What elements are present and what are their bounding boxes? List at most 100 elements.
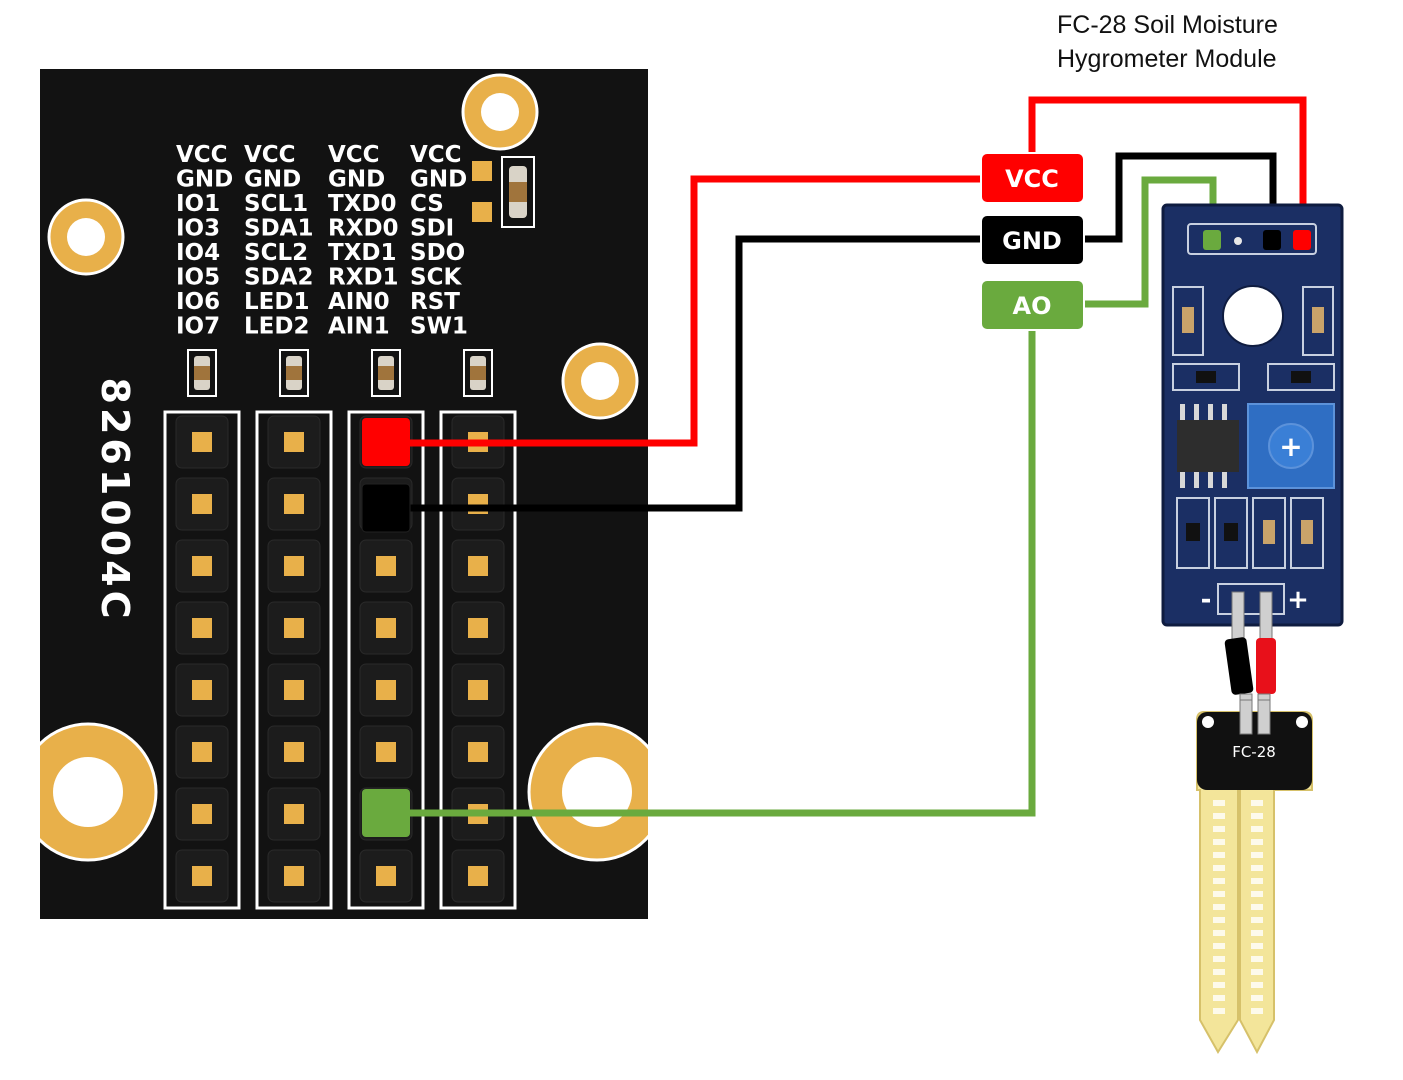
gnd-pin-marker [361,483,411,533]
wire-ao-module [1080,176,1217,308]
header-pad [192,804,212,824]
module-title: FC-28 Soil Moisture Hygrometer Module [1057,8,1278,76]
header-label: VCC [410,142,462,168]
probe-head [1197,712,1312,790]
label-vcc-text: VCC [1005,165,1059,193]
probe-trace [1213,917,1225,923]
header-label: SDI [410,216,454,242]
probe-trace [1251,969,1263,975]
probe-trace [1213,943,1225,949]
header-label: VCC [244,142,296,168]
header-label: GND [410,167,467,193]
header-label: GND [176,167,233,193]
header-pad [376,742,396,762]
module-smd-row [1176,497,1324,569]
header-column-frame [163,410,241,910]
probe-trace [1251,930,1263,936]
header-pad [468,680,488,700]
header-label: SCL1 [244,191,308,217]
board-part-number: 8261004C [93,378,137,623]
header-pad [376,556,396,576]
probe-trace [1251,826,1263,832]
header-pad [192,680,212,700]
header-label: RST [410,289,460,315]
wires [398,96,1307,817]
header-column-frame [255,410,333,910]
probe-minus-label: - [1201,585,1212,615]
module-led-left [1172,363,1240,391]
probe-trace [1251,800,1263,806]
probe-trace [1213,878,1225,884]
probe-trace [1213,982,1225,988]
resistor [279,349,309,397]
probe-trace [1213,813,1225,819]
header-label: TXD1 [328,240,397,266]
module-smd-right [1302,286,1334,356]
module-led-right [1267,363,1335,391]
header-label: CS [410,191,444,217]
header-label: IO4 [176,240,220,266]
header-pad [192,618,212,638]
probe-plus-label: + [1287,585,1309,615]
wire-vcc-module [1028,96,1307,238]
header-label: IO6 [176,289,220,315]
label-gnd: GND [980,214,1085,266]
header-label: IO3 [176,216,220,242]
probe-trace [1251,891,1263,897]
module-title-line1: FC-28 Soil Moisture [1057,11,1278,39]
header-label: AIN0 [328,289,390,315]
probe-trace [1213,930,1225,936]
label-ao: AO [980,279,1085,331]
header-pad [468,866,488,886]
header-label: SDA2 [244,265,313,291]
header-pad [284,804,304,824]
probe-trace [1251,865,1263,871]
probe-trace [1213,995,1225,1001]
probe-trace [1213,1008,1225,1014]
mounting-hole-mid-right [561,342,639,420]
header-label: SDO [410,240,465,266]
probe-trace [1213,826,1225,832]
probe-trace [1251,982,1263,988]
resistor-row [187,349,493,397]
module-pin-header [1187,223,1317,255]
header-label: LED2 [244,314,309,340]
header-label: SDA1 [244,216,313,242]
header-pad [284,680,304,700]
probe-label: FC-28 [1232,743,1276,761]
header-label: IO7 [176,314,220,340]
mounting-hole-left [47,198,125,276]
mounting-hole-top-right [461,73,539,151]
probe-trace [1213,904,1225,910]
module-pin-gnd [1263,230,1281,250]
header-columns [163,410,517,910]
label-gnd-text: GND [1002,227,1062,255]
probe-trace [1213,865,1225,871]
ao-pin-marker [362,789,410,837]
probe-trace [1251,904,1263,910]
header-pad [284,432,304,452]
header-label: RXD0 [328,216,399,242]
probe-trace [1213,956,1225,962]
vcc-pin-marker [362,418,410,466]
wire-vcc [398,175,985,447]
probe-trace [1251,995,1263,1001]
probe-trace [1251,852,1263,858]
header-pad [468,556,488,576]
probe-trace [1251,878,1263,884]
resistor [371,349,401,397]
module-pin-ao [1203,230,1221,250]
module-pin-vcc [1293,230,1311,250]
wire-gnd-module [1080,152,1277,243]
header-pad [284,494,304,514]
probe-trace [1213,969,1225,975]
module-mounting-hole [1222,285,1284,347]
header-pad [192,742,212,762]
smd-pads-top [472,156,535,228]
header-label: VCC [176,142,228,168]
header-label: LED1 [244,289,309,315]
probe-trace [1251,943,1263,949]
module-potentiometer: + [1247,403,1335,489]
mounting-hole-large-left [40,722,158,862]
